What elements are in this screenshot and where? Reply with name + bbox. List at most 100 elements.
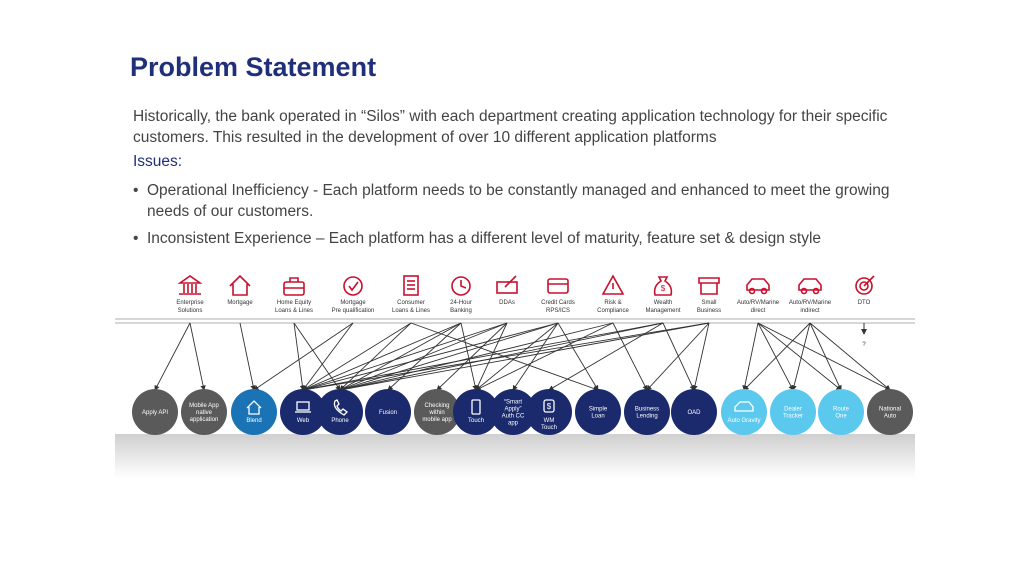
department-label: Loans & Lines (392, 308, 430, 314)
department-ddas: DDAs (496, 275, 518, 306)
storefront-icon (698, 277, 720, 295)
bank-icon (177, 275, 203, 295)
platform-circle (770, 389, 816, 435)
connection-arrow (302, 322, 710, 392)
platform-label: “Smart (504, 400, 522, 406)
platform-label: Mobile App (189, 403, 219, 409)
platform-circle (181, 389, 227, 435)
document-icon (403, 275, 419, 296)
connection-arrow (339, 322, 559, 392)
department-label: Wealth (654, 300, 673, 306)
car-outline-icon (734, 401, 754, 412)
department-label: Auto/RV/Marine (737, 300, 780, 306)
connection-arrow (692, 322, 710, 391)
department-label: DTO (858, 300, 871, 306)
department-label: indirect (800, 308, 820, 314)
platform-label: Dealer (784, 407, 802, 413)
department-label: DDAs (499, 300, 515, 306)
bullet-text: Operational Inefficiency - Each platform… (147, 182, 890, 220)
connection-arrow (302, 322, 508, 392)
connection-arrow (743, 322, 811, 391)
platform-label: Checking (424, 403, 449, 409)
department-label: Business (697, 308, 721, 314)
department-label: Auto/RV/Marine (789, 300, 832, 306)
intro-paragraph: Historically, the bank operated in “Silo… (133, 108, 888, 146)
house-icon (229, 274, 251, 296)
platform-circle (231, 389, 277, 435)
platform-circle (414, 389, 460, 435)
bullet-dot: • (133, 230, 139, 247)
connection-arrow (809, 322, 891, 391)
bullet-item: •Operational Inefficiency - Each platfor… (133, 180, 923, 222)
connection-arrow (475, 322, 559, 391)
platform-label: Route (833, 407, 850, 413)
platform-label: Auth CC (502, 414, 525, 420)
platform-label: Apply” (504, 407, 521, 413)
platform-label: Touch (468, 418, 484, 424)
issues-list: • Operational Inefficiency - Each platfor… (133, 180, 923, 255)
connection-arrow (436, 322, 508, 391)
department-label: Management (645, 308, 680, 314)
platform-circle (575, 389, 621, 435)
department-label: Consumer (397, 300, 425, 306)
connection-arrow (189, 322, 206, 391)
platform-fusion: Fusion (365, 389, 411, 435)
platform-oad: OAD (671, 389, 717, 435)
connection-arrow (302, 322, 354, 391)
platform-circle (453, 389, 499, 435)
department-label: Mortgage (227, 300, 253, 306)
department-label: 24-Hour (450, 300, 472, 306)
connection-arrow (154, 322, 191, 391)
platform-label: Blend (246, 418, 261, 424)
warning-icon (601, 274, 625, 295)
platform-label: native (196, 410, 213, 416)
connection-arrow (302, 322, 412, 391)
credit-card-icon (547, 278, 569, 294)
connection-arrow (339, 322, 710, 392)
money-bag-icon: $ (653, 276, 673, 296)
platform-label: Fusion (379, 410, 397, 416)
platform-label: within (428, 410, 444, 416)
connection-arrow (302, 322, 664, 392)
department-label: Mortgage (340, 300, 366, 306)
platform-label: Auto Gravity (727, 418, 760, 424)
platform-shelf (115, 434, 915, 478)
bullet-text: Inconsistent Experience – Each platform … (147, 230, 822, 247)
clock-icon (451, 276, 471, 296)
platform-label: Phone (331, 418, 349, 424)
connection-arrow (339, 322, 412, 391)
department-label: RPS/ICS (546, 308, 570, 314)
platform-label: OAD (687, 410, 701, 416)
department-dto: DTO (855, 275, 875, 306)
department-label: Pre qualification (332, 308, 375, 314)
platform-label: Touch (541, 425, 557, 431)
platform-label: application (190, 417, 219, 423)
platform-label: National (879, 407, 901, 413)
platform-circle (132, 389, 178, 435)
connection-arrow (757, 322, 794, 391)
platform-label: Lending (636, 414, 657, 420)
target-icon (855, 275, 875, 295)
connection-arrow (809, 322, 842, 391)
connection-arrow (612, 322, 648, 391)
car-icon (798, 278, 822, 295)
platform-touch: Touch (453, 389, 499, 435)
platform-label: Web (297, 418, 310, 424)
connection-arrow (339, 322, 508, 391)
platform-apply-api: Apply API (132, 389, 178, 435)
department-mortgage: Mortgage (227, 274, 253, 306)
platform-blend: Blend (231, 389, 277, 435)
connection-arrow (293, 322, 341, 391)
connection-arrow (475, 322, 614, 391)
